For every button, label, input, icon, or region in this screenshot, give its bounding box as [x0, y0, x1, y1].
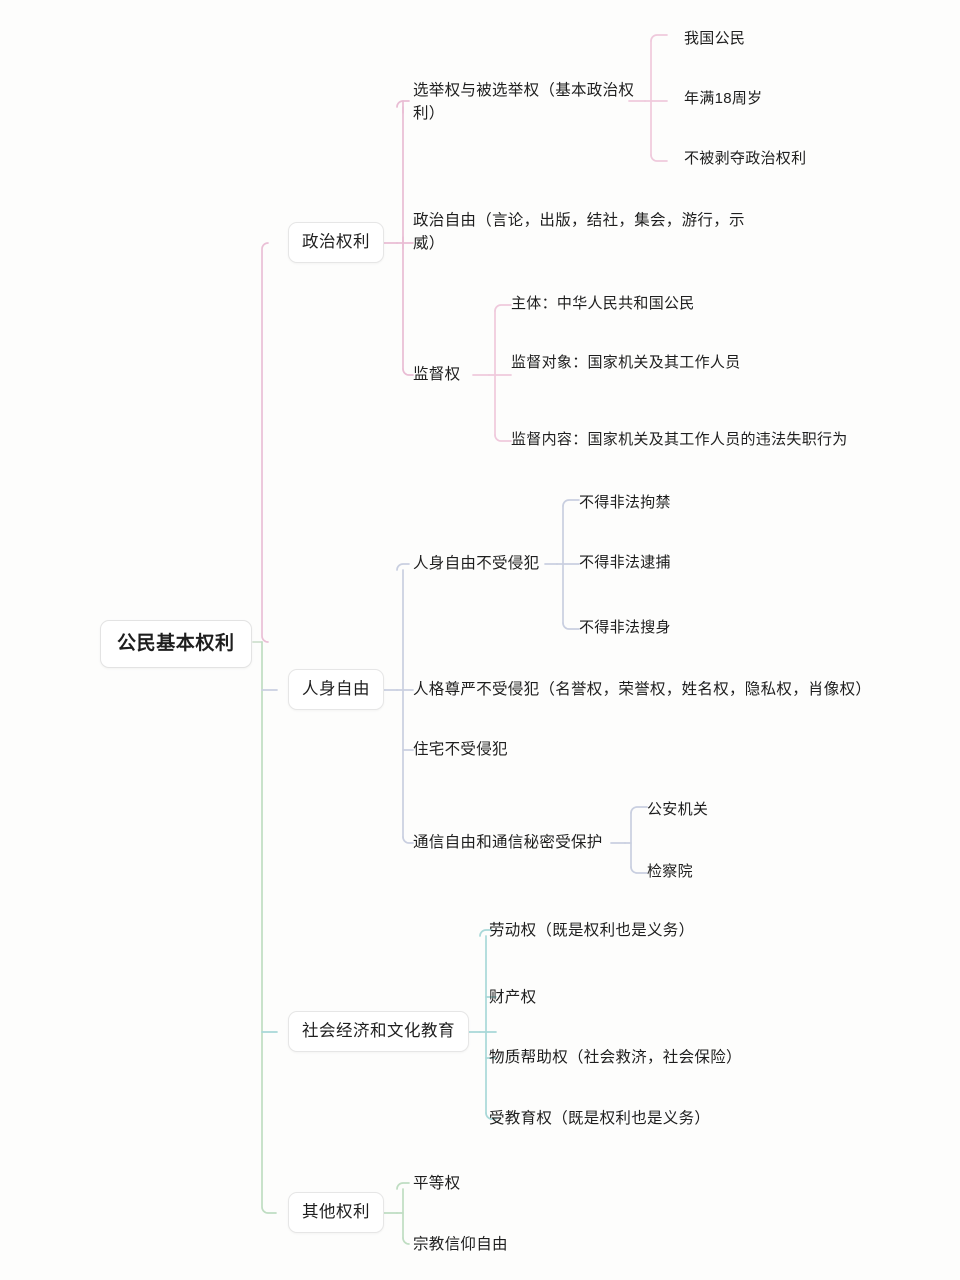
leaf-equality-right[interactable]: 平等权	[413, 1172, 460, 1195]
branch-node-other[interactable]: 其他权利	[288, 1192, 384, 1234]
sub-supervision-subject-label: 主体：中华人民共和国公民	[511, 295, 695, 312]
root-node-label: 公民基本权利	[117, 633, 235, 654]
sub-no-unlawful-detention[interactable]: 不得非法拘禁	[579, 492, 671, 515]
sub-supervision-content[interactable]: 监督内容：国家机关及其工作人员的违法失职行为	[511, 429, 848, 452]
leaf-supervision-right[interactable]: 监督权	[413, 363, 460, 386]
sub-not-deprived-label: 不被剥夺政治权利	[684, 150, 807, 167]
sub-procuratorate-label: 检察院	[647, 863, 693, 880]
leaf-religious-freedom[interactable]: 宗教信仰自由	[413, 1233, 508, 1256]
sub-supervision-object-label: 监督对象：国家机关及其工作人员	[511, 354, 741, 371]
branch-node-other-label: 其他权利	[302, 1203, 370, 1221]
leaf-material-assistance-label: 物质帮助权（社会救济，社会保险）	[489, 1049, 742, 1066]
root-node[interactable]: 公民基本权利	[100, 620, 252, 668]
leaf-election-rights-label: 选举权与被选举权（基本政治权利）	[413, 82, 635, 123]
sub-no-unlawful-arrest[interactable]: 不得非法逮捕	[579, 552, 671, 575]
sub-chinese-citizen-label: 我国公民	[684, 30, 746, 47]
branch-node-political-label: 政治权利	[302, 233, 370, 251]
leaf-equality-right-label: 平等权	[413, 1175, 461, 1192]
sub-supervision-subject[interactable]: 主体：中华人民共和国公民	[511, 293, 695, 316]
leaf-communication-freedom[interactable]: 通信自由和通信秘密受保护	[413, 831, 603, 854]
leaf-residence-inviolable-label: 住宅不受侵犯	[413, 741, 508, 758]
leaf-personal-liberty[interactable]: 人身自由不受侵犯	[413, 552, 539, 575]
sub-age-18[interactable]: 年满18周岁	[684, 88, 763, 111]
sub-no-unlawful-search-label: 不得非法搜身	[579, 619, 671, 636]
sub-procuratorate[interactable]: 检察院	[647, 861, 693, 884]
sub-no-unlawful-arrest-label: 不得非法逮捕	[579, 554, 671, 571]
leaf-political-freedom[interactable]: 政治自由（言论，出版，结社，集会，游行，示威）	[413, 209, 763, 256]
sub-no-unlawful-detention-label: 不得非法拘禁	[579, 494, 671, 511]
branch-node-personal-label: 人身自由	[302, 680, 370, 698]
sub-not-deprived[interactable]: 不被剥夺政治权利	[684, 148, 806, 171]
leaf-election-rights[interactable]: 选举权与被选举权（基本政治权利）	[413, 79, 645, 126]
sub-public-security-organ[interactable]: 公安机关	[647, 799, 708, 822]
leaf-personal-liberty-label: 人身自由不受侵犯	[413, 555, 540, 572]
sub-chinese-citizen[interactable]: 我国公民	[684, 28, 745, 51]
branch-node-political[interactable]: 政治权利	[288, 222, 384, 264]
leaf-property-right[interactable]: 财产权	[489, 986, 536, 1009]
leaf-property-right-label: 财产权	[489, 989, 537, 1006]
leaf-labor-right-label: 劳动权（既是权利也是义务）	[489, 922, 695, 939]
leaf-residence-inviolable[interactable]: 住宅不受侵犯	[413, 738, 508, 761]
leaf-education-right[interactable]: 受教育权（既是权利也是义务）	[489, 1107, 710, 1130]
sub-age-18-label: 年满18周岁	[684, 90, 763, 107]
sub-public-security-organ-label: 公安机关	[647, 801, 709, 818]
leaf-personal-dignity-label: 人格尊严不受侵犯（名誉权，荣誉权，姓名权，隐私权，肖像权）	[413, 681, 872, 698]
leaf-political-freedom-label: 政治自由（言论，出版，结社，集会，游行，示威）	[413, 212, 745, 253]
leaf-education-right-label: 受教育权（既是权利也是义务）	[489, 1110, 711, 1127]
leaf-religious-freedom-label: 宗教信仰自由	[413, 1236, 508, 1253]
leaf-personal-dignity[interactable]: 人格尊严不受侵犯（名誉权，荣誉权，姓名权，隐私权，肖像权）	[413, 678, 871, 701]
leaf-labor-right[interactable]: 劳动权（既是权利也是义务）	[489, 919, 694, 942]
leaf-communication-freedom-label: 通信自由和通信秘密受保护	[413, 834, 603, 851]
branch-node-social[interactable]: 社会经济和文化教育	[288, 1011, 469, 1053]
leaf-supervision-right-label: 监督权	[413, 366, 461, 383]
sub-supervision-content-label: 监督内容：国家机关及其工作人员的违法失职行为	[511, 431, 848, 448]
branch-node-personal[interactable]: 人身自由	[288, 669, 384, 711]
sub-supervision-object[interactable]: 监督对象：国家机关及其工作人员	[511, 352, 763, 375]
leaf-material-assistance[interactable]: 物质帮助权（社会救济，社会保险）	[489, 1046, 742, 1069]
sub-no-unlawful-search[interactable]: 不得非法搜身	[579, 617, 671, 640]
branch-node-social-label: 社会经济和文化教育	[302, 1022, 455, 1040]
